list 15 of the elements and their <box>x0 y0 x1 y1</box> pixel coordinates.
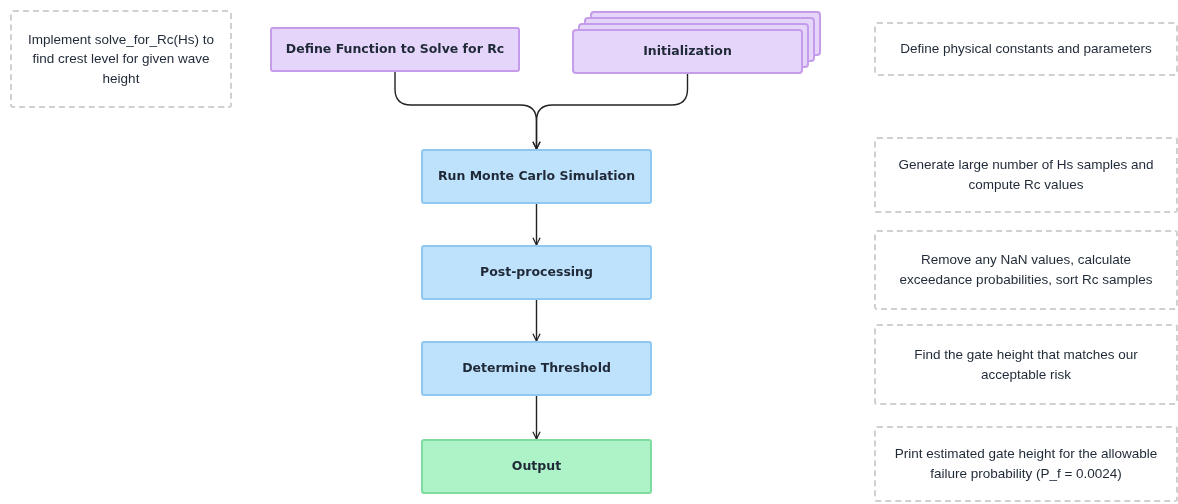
note-box: Remove any NaN values, calculate exceedance probabilities, sort Rc samples <box>874 230 1178 310</box>
process-box: Define Function to Solve for Rc <box>270 27 520 72</box>
output-box: Output <box>421 439 652 494</box>
note-box: Generate large number of Hs samples and compute Rc values <box>874 137 1178 213</box>
arrow <box>532 73 689 150</box>
arrow <box>532 299 541 342</box>
note-box: Define physical constants and parameters <box>874 22 1178 76</box>
process-box: Determine Threshold <box>421 341 652 396</box>
note-box: Print estimated gate height for the allowable failure probability (P_f = 0.0024) <box>874 426 1178 502</box>
arrow <box>532 203 541 246</box>
note-box: Find the gate height that matches our acceptable risk <box>874 324 1178 405</box>
process-box: Run Monte Carlo Simulation <box>421 149 652 204</box>
note-box: Implement solve_for_Rc(Hs) to find crest level for given wave height <box>10 10 232 108</box>
process-box: Post-processing <box>421 245 652 300</box>
arrow <box>532 395 541 440</box>
